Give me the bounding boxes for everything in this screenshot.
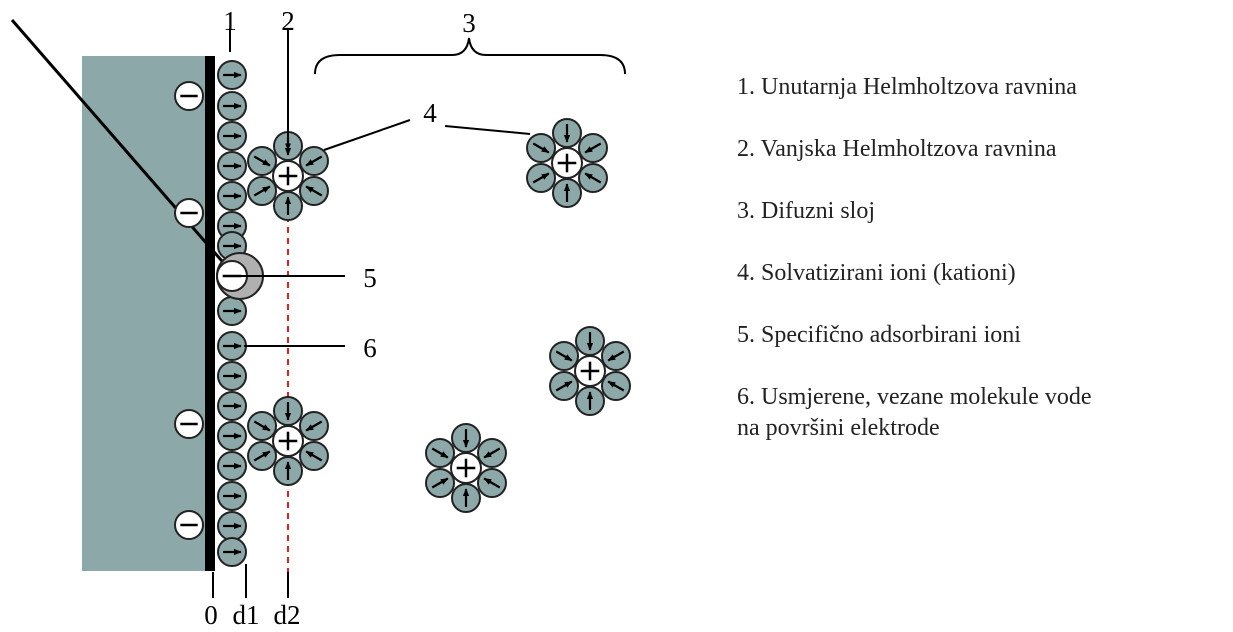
water-molecule-icon (298, 441, 329, 471)
solvated-cation-cluster (247, 131, 329, 221)
water-molecule-icon (217, 481, 247, 511)
water-molecule-icon (552, 118, 582, 148)
water-molecule-icon (575, 386, 605, 416)
anion-icon (174, 81, 204, 111)
legend-item-2: 2. Vanjska Helmholtzova ravnina (737, 136, 1057, 162)
water-molecule-icon (552, 178, 582, 208)
label-4: 4 (423, 98, 437, 128)
solvated-cation-cluster (425, 423, 507, 513)
water-molecule-icon (476, 438, 507, 468)
water-molecule-icon (217, 60, 247, 90)
solvated-cation-cluster (247, 396, 329, 486)
water-molecule-icon (549, 341, 580, 371)
water-molecule-icon (298, 146, 329, 176)
water-molecule-icon (549, 371, 580, 401)
water-molecule-icon (526, 133, 557, 163)
legend-item-6: 6. Usmjerene, vezane molekule vode (737, 384, 1092, 410)
water-molecule-icon (217, 296, 247, 326)
water-molecule-icon (600, 371, 631, 401)
solvated-cation-cluster (526, 118, 608, 208)
label-6: 6 (363, 333, 377, 363)
water-molecule-icon (217, 421, 247, 451)
water-molecule-icon (247, 441, 278, 471)
water-molecule-icon (217, 537, 247, 567)
legend: 1. Unutarnja Helmholtzova ravnina 2. Van… (737, 72, 1233, 475)
water-molecule-icon (577, 133, 608, 163)
water-molecule-icon (600, 341, 631, 371)
label-2: 2 (281, 6, 295, 36)
label-distance-d1: d1 (233, 600, 260, 630)
water-molecule-icon (575, 326, 605, 356)
water-molecule-icon (217, 391, 247, 421)
water-molecule-icon (217, 331, 247, 361)
water-molecule-icon (425, 438, 456, 468)
electrode-surface-line (205, 56, 215, 571)
water-molecule-icon (425, 468, 456, 498)
leader-4a (323, 119, 411, 151)
cation-icon (574, 355, 606, 387)
cation-icon (450, 452, 482, 484)
label-distance-0: 0 (204, 600, 218, 630)
water-molecule-icon (247, 411, 278, 441)
water-molecule-icon (273, 191, 303, 221)
water-molecule-icon (217, 451, 247, 481)
label-5: 5 (363, 263, 377, 293)
legend-item-3: 3. Difuzni sloj (737, 198, 875, 224)
water-molecule-icon (298, 176, 329, 206)
anion-icon (174, 198, 204, 228)
water-molecule-icon (526, 163, 557, 193)
label-3: 3 (462, 8, 476, 38)
water-molecule-icon (247, 146, 278, 176)
water-molecule-icon (217, 121, 247, 151)
diffuse-layer-brace (314, 37, 626, 75)
water-molecule-icon (577, 163, 608, 193)
electrode-body (82, 56, 210, 571)
legend-item-4: 4. Solvatizirani ioni (kationi) (737, 260, 1016, 286)
cation-icon (272, 425, 304, 457)
water-molecule-icon (451, 423, 481, 453)
water-molecule-icon (476, 468, 507, 498)
solvated-cation-cluster (549, 326, 631, 416)
double-layer-diagram: 1 2 3 4 5 6 0 d1 d2 (10, 6, 631, 630)
water-molecule-icon (217, 151, 247, 181)
water-molecule-icon (217, 181, 247, 211)
leader-4b (444, 125, 531, 135)
legend-item-5: 5. Specifično adsorbirani ioni (737, 322, 1021, 348)
anion-icon (174, 510, 204, 540)
water-molecule-icon (217, 91, 247, 121)
water-molecule-icon (298, 411, 329, 441)
water-molecule-icon (273, 396, 303, 426)
water-molecule-icon (217, 361, 247, 391)
anion-icon (174, 409, 204, 439)
legend-item-1: 1. Unutarnja Helmholtzova ravnina (737, 74, 1077, 100)
legend-item-6-continued: na površini elektrode (737, 415, 940, 441)
water-molecule-icon (451, 483, 481, 513)
water-molecule-icon (273, 456, 303, 486)
cation-icon (272, 160, 304, 192)
label-distance-d2: d2 (274, 600, 301, 630)
label-1: 1 (223, 6, 237, 36)
water-molecule-icon (217, 511, 247, 541)
cation-icon (551, 147, 583, 179)
water-molecule-icon (247, 176, 278, 206)
